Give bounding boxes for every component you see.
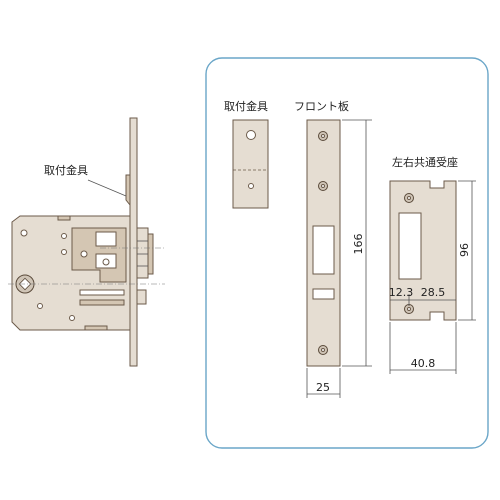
mount-bracket-title: 取付金具 — [224, 99, 268, 113]
front-height-dimension: 166 — [352, 234, 365, 255]
strike-plate-view: 左右共通受座 96 12.3 28.5 40.8 — [389, 155, 476, 374]
case-hole — [69, 315, 75, 321]
case-hole — [61, 249, 67, 255]
mount-bracket-view: 取付金具 — [224, 99, 269, 209]
pin-hole — [80, 250, 88, 258]
bracket-hole — [246, 130, 256, 140]
strike-opening — [398, 212, 422, 280]
latch-opening — [312, 225, 335, 275]
case-hole — [20, 229, 28, 237]
strike-height-dimension: 96 — [458, 243, 471, 257]
lower-bar — [79, 299, 125, 306]
bracket-hole — [248, 183, 254, 189]
case-hole — [61, 233, 67, 239]
pin-hole — [102, 258, 110, 266]
case-tab — [57, 215, 71, 221]
front-plate-side — [129, 117, 138, 367]
lock-body-view: 取付金具 — [8, 117, 165, 367]
latch-window — [95, 231, 117, 247]
dead-bolt — [136, 289, 147, 305]
deadbolt-opening — [312, 288, 335, 300]
mount-bracket-callout-label: 取付金具 — [44, 163, 88, 177]
case-tab — [84, 325, 108, 331]
latch-bolt — [136, 227, 149, 279]
strike-width-dimension: 40.8 — [411, 357, 436, 370]
case-hole — [37, 303, 43, 309]
front-plate-view: フロント板 166 25 — [294, 99, 372, 398]
callout-leader — [87, 179, 127, 197]
lower-slot — [79, 289, 125, 296]
detail-panel — [205, 57, 489, 449]
mount-bracket-side — [125, 174, 131, 207]
strike-right-offset: 28.5 — [421, 286, 446, 299]
front-width-dimension: 25 — [316, 381, 330, 394]
strike-plate-title: 左右共通受座 — [392, 155, 458, 169]
strike-left-offset: 12.3 — [389, 286, 414, 299]
latch-bolt-tip — [147, 233, 154, 275]
front-plate-title: フロント板 — [294, 99, 349, 113]
